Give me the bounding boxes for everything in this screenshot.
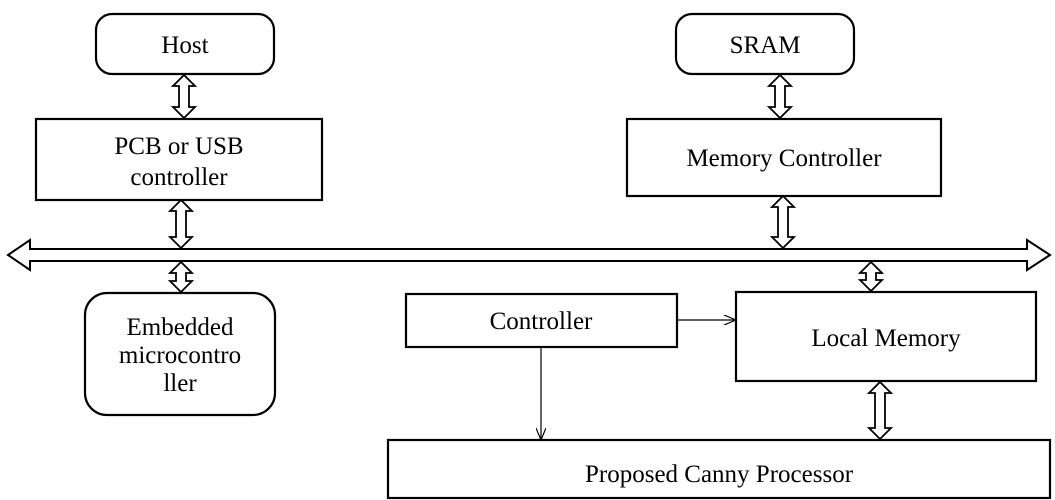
embedded-label-line1: Embedded [127, 314, 234, 341]
embedded-label-line2: microcontro [119, 342, 241, 369]
sram-label: SRAM [730, 32, 801, 59]
pcb-bus-connector [167, 198, 195, 250]
memory-controller-label: Memory Controller [686, 145, 882, 172]
sram-memctrl-connector [766, 73, 794, 120]
host-label: Host [161, 32, 208, 59]
embedded-label-line3: ller [163, 370, 197, 397]
bus-embedded-connector [167, 260, 195, 294]
connectors [167, 73, 894, 441]
local-memory-label: Local Memory [811, 325, 961, 352]
pcb-usb-controller-block: PCB or USB controller [34, 117, 324, 202]
host-block: Host [94, 12, 276, 76]
pcb-usb-label-line1: PCB or USB [114, 133, 243, 160]
host-pcb-connector [170, 73, 198, 120]
memctrl-bus-connector [769, 194, 797, 250]
memory-controller-block: Memory Controller [625, 117, 943, 198]
embedded-microcontroller-block: Embedded microcontro ller [83, 291, 277, 417]
localmem-canny-connector [866, 380, 894, 441]
controller-block: Controller [404, 292, 679, 349]
canny-processor-label: Proposed Canny Processor [585, 461, 854, 488]
canny-processor-block: Proposed Canny Processor [386, 438, 1052, 500]
local-memory-block: Local Memory [734, 290, 1038, 383]
controller-label: Controller [490, 308, 593, 335]
sram-block: SRAM [674, 12, 856, 76]
pcb-usb-label-line2: controller [130, 164, 228, 191]
bus-localmem-connector [857, 260, 885, 293]
system-bus [6, 238, 1052, 272]
